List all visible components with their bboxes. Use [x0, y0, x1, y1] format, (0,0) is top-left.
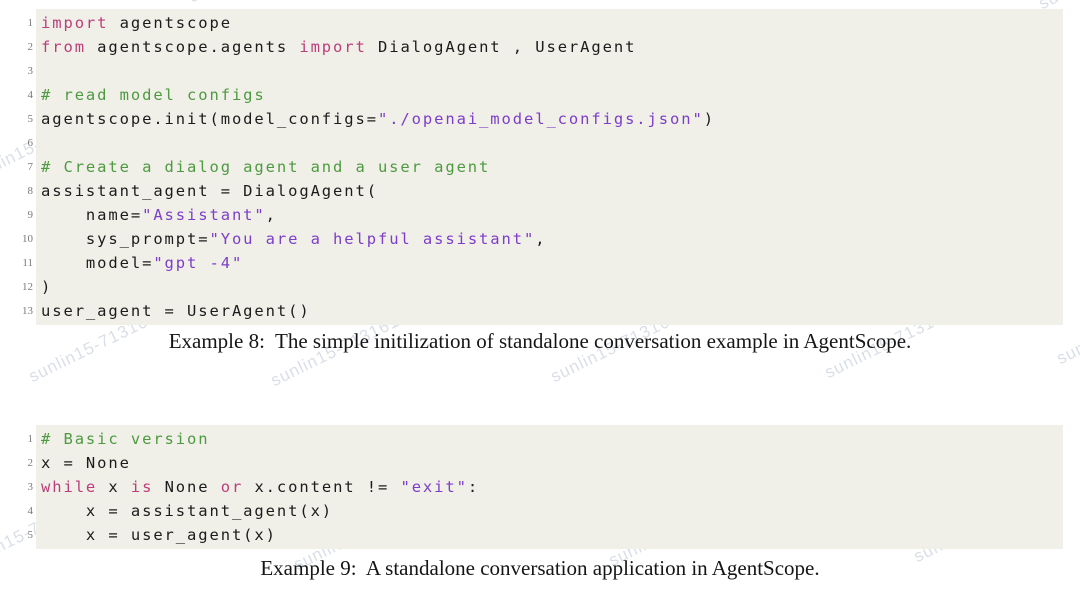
code-listing-example-9: 1 # Basic version 2 x = None 3 while x is Non…: [28, 425, 1063, 549]
code-token: user_agent = UserAgent(): [41, 302, 311, 320]
caption-example-8: Example 8: The simple initilization of s…: [168, 329, 912, 353]
line-number: 9: [27, 209, 34, 221]
code-token: or: [220, 478, 244, 496]
code-line: 3 while x is None or x.content != "exit":: [28, 475, 1063, 499]
line-number: 12: [22, 281, 33, 293]
code-token: x = assistant_agent(x): [41, 502, 334, 520]
watermark-text: sunlin15-713161: [186, 0, 321, 7]
line-number: 6: [27, 137, 34, 149]
code-line: 10 sys_prompt="You are a helpful assista…: [22, 227, 1063, 251]
code-token: sys_prompt=: [41, 230, 210, 248]
code-token: "exit": [400, 478, 468, 496]
code-token: # read model configs: [41, 86, 266, 104]
line-number: 5: [27, 529, 34, 541]
code-line: 4 x = assistant_agent(x): [28, 499, 1063, 523]
line-number: 13: [22, 305, 33, 317]
code-token: import: [299, 38, 367, 56]
code-line: 2 from agentscope.agents import DialogAge…: [28, 35, 1063, 59]
code-line: 5 agentscope.init(model_configs="./openai…: [28, 107, 1063, 131]
line-number: 4: [27, 505, 34, 517]
code-token: agentscope.agents: [85, 38, 300, 56]
code-token: # Create a dialog agent and a user agent: [41, 158, 491, 176]
code-token: ): [41, 278, 53, 296]
code-line: 11 model="gpt -4": [22, 251, 1063, 275]
watermark-text: sunlin15-713161: [766, 0, 901, 4]
code-token: ): [703, 110, 715, 128]
line-number: 3: [27, 481, 34, 493]
line-number: 8: [27, 185, 34, 197]
code-token: x.content !=: [243, 478, 401, 496]
code-line: 5 x = user_agent(x): [28, 523, 1063, 547]
code-token: x = None: [41, 454, 131, 472]
code-listing-example-8: 1 import agentscope 2 from agentscope.agent…: [22, 9, 1063, 325]
code-token: import: [41, 14, 109, 32]
code-token: "You are a helpful assistant": [209, 230, 536, 248]
code-token: while: [41, 478, 98, 496]
code-line: 8 assistant_agent = DialogAgent(: [28, 179, 1063, 203]
code-line: 2 x = None: [28, 451, 1063, 475]
code-token: name=: [41, 206, 143, 224]
code-token: x: [97, 478, 131, 496]
line-number: 4: [27, 89, 34, 101]
line-number: 2: [27, 41, 34, 53]
code-token: ,: [535, 230, 547, 248]
code-token: :: [467, 478, 480, 496]
code-token: None: [153, 478, 221, 496]
code-token: agentscope.init(model_configs=: [41, 110, 378, 128]
code-line: 13 user_agent = UserAgent(): [22, 299, 1063, 323]
line-number: 1: [27, 17, 34, 29]
line-number: 5: [27, 113, 34, 125]
line-number: 3: [27, 65, 34, 77]
code-token: ,: [265, 206, 277, 224]
code-line: 9 name="Assistant",: [28, 203, 1063, 227]
code-token: "Assistant": [142, 206, 266, 224]
code-token: is: [130, 478, 154, 496]
code-line: 4 # read model configs: [28, 83, 1063, 107]
caption-example-9: Example 9: A standalone conversation app…: [260, 556, 820, 580]
code-line: 3: [28, 59, 1063, 83]
code-token: # Basic version: [41, 430, 210, 448]
code-token: agentscope: [108, 14, 232, 32]
code-line: 7 # Create a dialog agent and a user agen…: [28, 155, 1063, 179]
line-number: 11: [22, 257, 33, 269]
code-token: "./openai_model_configs.json": [377, 110, 704, 128]
code-line: 1 import agentscope: [28, 11, 1063, 35]
code-token: assistant_agent = DialogAgent(: [41, 182, 378, 200]
code-token: "gpt -4": [153, 254, 244, 272]
line-number: 2: [27, 457, 34, 469]
code-token: from: [41, 38, 86, 56]
line-number: 1: [27, 433, 34, 445]
code-line: 6: [28, 131, 1063, 155]
code-token: x = user_agent(x): [41, 526, 277, 544]
code-line: 12): [22, 275, 1063, 299]
line-number: 10: [22, 233, 33, 245]
code-token: DialogAgent , UserAgent: [366, 38, 637, 56]
code-line: 1 # Basic version: [28, 427, 1063, 451]
line-number: 7: [27, 161, 34, 173]
code-token: model=: [41, 254, 154, 272]
